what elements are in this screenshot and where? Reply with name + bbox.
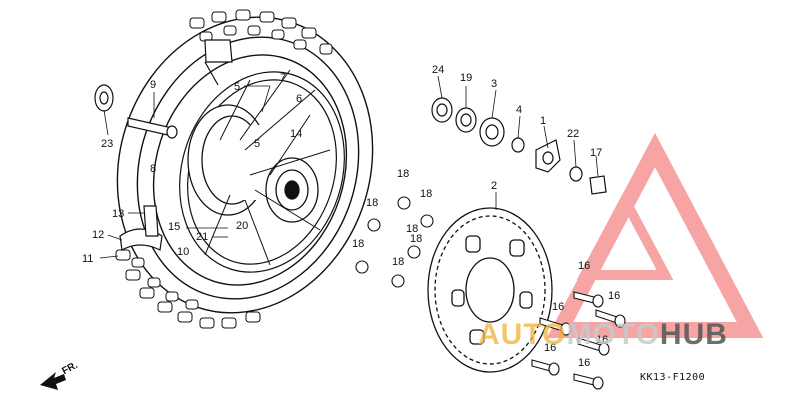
callout-16b: 16 [608,290,620,302]
callout-6: 6 [296,93,302,105]
callout-3: 3 [491,78,497,90]
callout-13: 13 [112,208,124,220]
callout-1: 1 [540,115,546,127]
nuts [355,196,434,288]
diagram-code: KK13-F1200 [640,372,706,383]
callout-18e: 18 [352,238,364,250]
watermark-text: AUTOMOTOHUB [478,318,728,352]
callout-18d: 18 [410,233,422,245]
callout-16f: 16 [578,357,590,369]
bolts [531,291,626,390]
callout-10: 10 [177,246,189,258]
callout-16a: 16 [578,260,590,272]
callout-17: 17 [590,147,602,159]
watermark-part-b: MOTO [566,318,660,351]
callout-16d: 16 [596,334,608,346]
right-side-parts [431,97,607,195]
callout-23: 23 [101,138,113,150]
callout-16e: 16 [544,342,556,354]
callout-9: 9 [150,79,156,91]
sprocket [427,207,553,373]
callout-18a: 18 [397,168,409,180]
callout-24: 24 [432,64,444,76]
leader-lines [99,75,599,259]
callout-19: 19 [460,72,472,84]
callout-15: 15 [168,221,180,233]
callout-16c: 16 [552,301,564,313]
callout-18-extra: 18 [406,223,418,235]
callout-22: 22 [567,128,579,140]
callout-8: 8 [150,163,156,175]
rim-band-and-tube [119,39,233,251]
front-arrow-icon [40,372,66,390]
watermark-part-a: AUTO [478,318,567,351]
callout-21: 21 [196,231,208,243]
rear-tire [116,16,374,314]
axle-and-bearing [94,84,178,139]
callout-11: 11 [82,253,93,265]
callout-5a: 5 [234,81,240,93]
callout-18f: 18 [392,256,404,268]
callout-18b: 18 [420,188,432,200]
hub-brake-drum [187,104,319,223]
spokes [204,69,331,266]
tire-tread [115,9,333,329]
callout-2: 2 [491,180,497,192]
callout-5b: 5 [254,138,260,150]
callout-7: 7 [280,72,286,84]
callout-4: 4 [516,104,522,116]
watermark-logo-icon [546,132,764,338]
callout-14: 14 [290,128,302,140]
callout-18c: 18 [366,197,378,209]
callout-20: 20 [236,220,248,232]
callout-12: 12 [92,229,104,241]
callout-labels: 1 2 3 4 5 5 6 7 8 9 10 11 12 13 14 15 16… [82,64,620,369]
watermark-part-c: HUB [659,318,728,351]
